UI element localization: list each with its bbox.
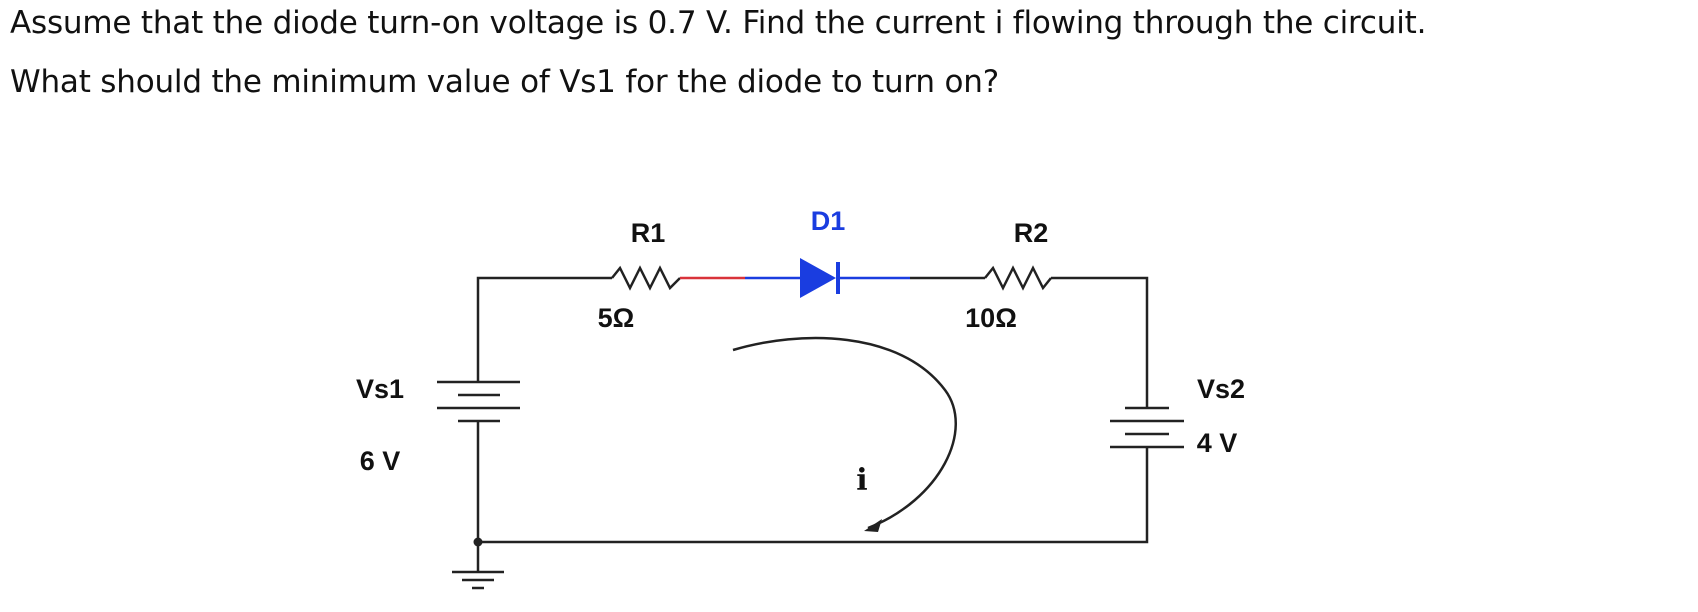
d1-name-label: D1 — [811, 206, 846, 236]
ground-symbol — [452, 542, 504, 590]
current-arrow-head — [864, 519, 882, 532]
current-label: i — [856, 463, 867, 498]
question-line-1: Assume that the diode turn-on voltage is… — [10, 5, 1427, 41]
battery-vs2 — [1110, 395, 1184, 468]
current-loop-arrow — [732, 336, 957, 530]
r2-value-label: 10Ω — [965, 303, 1017, 333]
battery-vs1 — [437, 380, 520, 450]
r1-name-label: R1 — [631, 218, 666, 248]
diode-d1 — [800, 258, 836, 298]
wire-bottom — [476, 450, 1149, 544]
resistor-r2 — [984, 265, 1052, 291]
vs1-name-label: Vs1 — [356, 374, 404, 404]
resistor-r1 — [611, 265, 681, 291]
wire-top-right — [1051, 276, 1149, 395]
r2-name-label: R2 — [1014, 218, 1049, 248]
question-line-2: What should the minimum value of Vs1 for… — [10, 64, 999, 100]
vs2-value-label: 4 V — [1197, 428, 1238, 458]
vs2-name-label: Vs2 — [1197, 374, 1245, 404]
wire-top-left — [476, 276, 612, 382]
vs1-value-label: 6 V — [360, 446, 401, 476]
r1-value-label: 5Ω — [598, 303, 635, 333]
